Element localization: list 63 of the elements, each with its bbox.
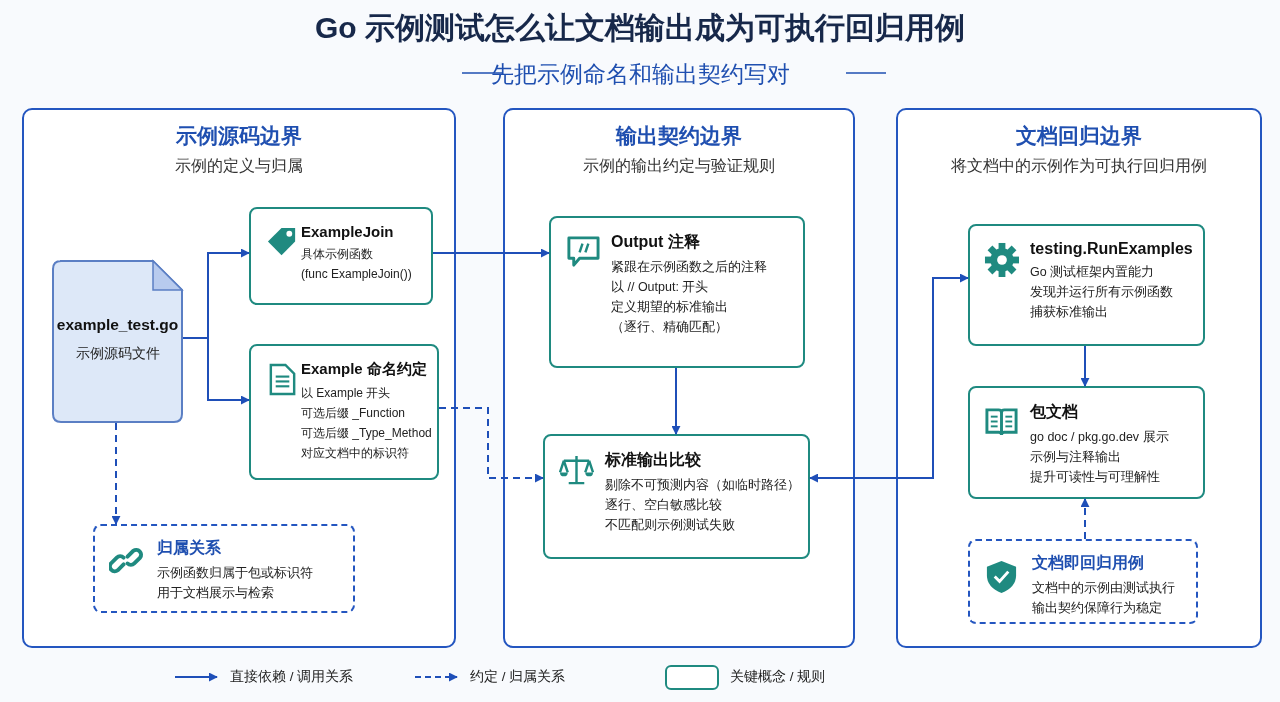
arrow [432,248,550,258]
card-text: (func ExampleJoin()) [301,266,412,283]
boundary-panel [896,108,1262,648]
card-text: 输出契约保障行为稳定 [1032,600,1162,617]
panel-subtitle: 示例的定义与归属 [175,156,303,176]
card-title: Output 注释 [611,232,700,252]
card-title: ExampleJoin [301,223,394,240]
card-text: 定义期望的标准输出 [611,299,728,316]
card-text: 以 Example 开头 [301,385,391,402]
card-text: 发现并运行所有示例函数 [1030,284,1173,301]
panel-title: 示例源码边界 [176,123,302,149]
legend-text: 关键概念 / 规则 [730,668,826,686]
card-text: 不匹配则示例测试失败 [605,517,735,534]
card-text: 逐行、空白敏感比较 [605,497,722,514]
arrow [809,273,969,483]
legend-text: 约定 / 归属关系 [470,668,566,686]
panel-subtitle: 将文档中的示例作为可执行回归用例 [951,156,1207,176]
card-text: Go 测试框架内置能力 [1030,264,1155,281]
arrow [1080,498,1090,540]
panel-title: 输出契约边界 [616,123,742,149]
card-title: Example 命名约定 [301,360,427,379]
card-text: （逐行、精确匹配） [611,319,728,336]
card-text: 对应文档中的标识符 [301,445,409,462]
card-title: 归属关系 [157,538,221,558]
card-text: 剔除不可预测内容（如临时路径） [605,477,800,494]
concept-card [543,434,810,559]
card-text: 示例与注释输出 [1030,449,1121,466]
card-text: 具体示例函数 [301,246,373,263]
dashed-note-card [968,539,1198,624]
boundary-panel [503,108,855,648]
arrow [111,422,121,525]
concept-card [249,344,439,480]
card-text: 以 // Output: 开头 [611,279,709,296]
card-title: 标准输出比较 [605,450,701,470]
concept-card [968,386,1205,499]
subtitle: 先把示例命名和输出契约写对 [490,61,790,87]
diagram-title: Go 示例测试怎么让文档输出成为可执行回归用例 [314,10,966,46]
card-title: testing.RunExamples [1030,240,1193,258]
arrow [1080,345,1090,387]
card-text: 紧跟在示例函数之后的注释 [611,259,767,276]
file-name: example_test.go [56,316,179,334]
concept-card [249,207,433,305]
card-text: 可选后缀 _Type_Method [301,425,432,442]
dashed-note-card [93,524,355,613]
legend-text: 直接依赖 / 调用关系 [230,668,354,686]
card-text: 示例函数归属于包或标识符 [157,565,313,582]
arrow [438,407,544,483]
card-text: 提升可读性与可理解性 [1030,469,1160,486]
concept-card [968,224,1205,346]
card-text: go doc / pkg.go.dev 展示 [1030,429,1169,446]
panel-title: 文档回归边界 [1016,123,1142,149]
arrow [182,337,250,405]
panel-subtitle: 示例的输出约定与验证规则 [583,156,775,176]
boundary-panel [22,108,456,648]
card-text: 用于文档展示与检索 [157,585,274,602]
card-text: 文档中的示例由测试执行 [1032,580,1175,597]
card-text: 捕获标准输出 [1030,304,1108,321]
file-caption: 示例源码文件 [75,345,160,363]
card-title: 文档即回归用例 [1032,553,1144,573]
card-title: 包文档 [1030,402,1078,422]
concept-card [549,216,805,368]
card-text: 可选后缀 _Function [301,405,406,422]
arrow [671,367,681,435]
